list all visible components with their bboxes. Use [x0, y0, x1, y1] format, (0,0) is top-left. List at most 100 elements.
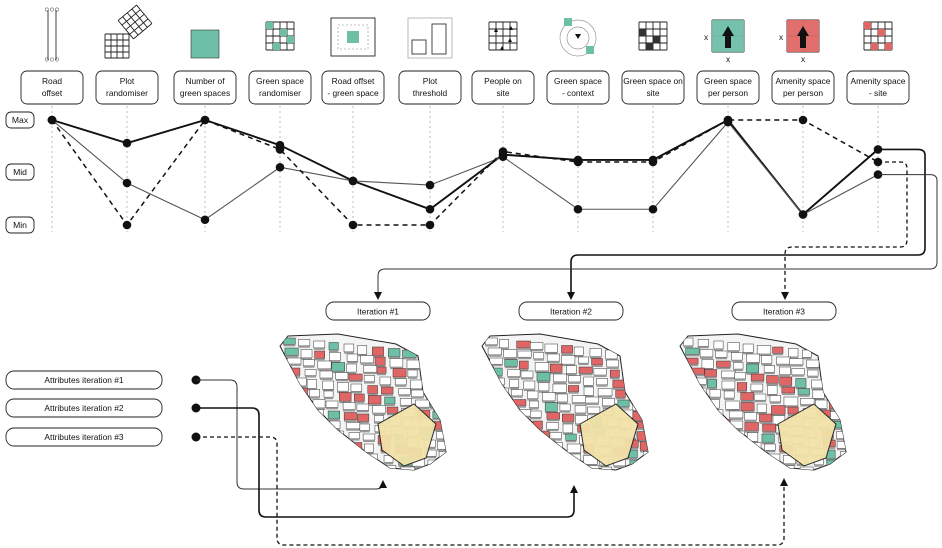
iteration-2-map [481, 333, 649, 471]
parameter-label: Plot randomiser [95, 70, 159, 105]
site-plot [377, 403, 437, 467]
plot-randomiser-icon [104, 4, 153, 59]
series-point [348, 176, 358, 186]
series-point [648, 157, 658, 167]
parameter-label-line1: Road [42, 76, 62, 86]
vertical-guides [51, 106, 879, 232]
svg-text:Iteration #1: Iteration #1 [357, 307, 399, 317]
parameter-label-line1: Road offset [332, 76, 375, 86]
series-point [573, 157, 583, 167]
series-line-2 [51, 119, 879, 221]
site-plot [777, 403, 837, 467]
connector-attributes-3 [196, 436, 788, 546]
series-point [798, 210, 808, 219]
green-space-context-icon [559, 18, 597, 57]
parameter-label-line2: site [646, 88, 659, 98]
series-point [275, 162, 285, 172]
svg-text:Attributes iteration #1: Attributes iteration #1 [44, 375, 123, 385]
svg-text:Attributes iteration #2: Attributes iteration #2 [44, 403, 123, 413]
parameter-label-line1: Amenity space [776, 76, 831, 86]
parameter-label-line1: Amenity space [851, 76, 906, 86]
parameter-label-line2: green spaces [180, 88, 230, 98]
level-label-min: Min [5, 216, 35, 234]
arrow-to-iteration-2 [567, 148, 926, 300]
series-point [200, 215, 210, 225]
arrow-to-iteration-1 [374, 174, 938, 300]
series-line-3 [51, 119, 879, 227]
parameter-label-line1: People on [484, 76, 522, 86]
parameter-label-line2: site [496, 88, 509, 98]
attribute-label-3: Attributes iteration #3 [5, 427, 201, 447]
parameter-label: Road offset - green space [321, 70, 385, 105]
parameter-label-line1: Plot [423, 76, 438, 86]
attribute-label-2: Attributes iteration #2 [5, 398, 201, 418]
series-point [425, 220, 435, 230]
series-point [122, 138, 132, 148]
iteration-3-map [679, 333, 847, 471]
svg-text:x: x [801, 54, 806, 64]
green-spaces-icon [190, 29, 220, 59]
parameter-label: Green space randomiser [248, 70, 312, 105]
parameter-label-line2: randomiser [259, 88, 301, 98]
connector-attributes-2 [196, 407, 578, 518]
green-space-on-site-icon [638, 21, 668, 51]
parameter-label-line2: - green space [327, 88, 379, 98]
series-lines [47, 115, 883, 230]
series-point [275, 145, 285, 154]
people-on-site-icon [488, 21, 518, 51]
plot-threshold-icon [407, 17, 453, 59]
svg-text:Mid: Mid [13, 167, 27, 177]
site-plot [579, 403, 639, 467]
parameter-label: Green space on site [621, 70, 685, 105]
parameter-label-line2: offset [42, 88, 63, 98]
parameter-label-line2: threshold [413, 88, 448, 98]
parameter-label: Amenity space - site [846, 70, 910, 105]
svg-text:Iteration #2: Iteration #2 [550, 307, 592, 317]
iteration-label-3: Iteration #3 [731, 301, 837, 321]
road-offset-green-icon [330, 17, 376, 57]
svg-text:Iteration #3: Iteration #3 [763, 307, 805, 317]
iteration-labels: Iteration #1 Iteration #2 Iteration #3 [325, 301, 837, 321]
series-point [498, 147, 508, 156]
level-label-max: Max [5, 111, 35, 129]
parameter-label: People on site [471, 70, 535, 105]
svg-text:Min: Min [13, 220, 27, 230]
attribute-labels: Attributes iteration #1 Attributes iterat… [5, 370, 788, 546]
series-point [348, 220, 358, 230]
parameter-label-line2: per person [783, 88, 823, 98]
parameter-label-line1: Green space [256, 76, 304, 86]
level-label-mid: Mid [5, 163, 35, 181]
series-point [122, 220, 132, 230]
amenity-per-person-icon: xx [779, 19, 820, 64]
series-point [200, 115, 210, 125]
svg-text:Attributes iteration #3: Attributes iteration #3 [44, 432, 123, 442]
svg-text:○○○: ○○○ [44, 54, 59, 64]
series-point [425, 180, 435, 190]
parameter-label-line1: Green space [704, 76, 752, 86]
parameter-label: Green space- context [546, 70, 610, 105]
parameter-label-line2: - site [869, 88, 887, 98]
parameter-label-line2: randomiser [106, 88, 148, 98]
series-point [648, 204, 658, 214]
series-point [47, 115, 57, 125]
parameter-label: Amenity space per person [771, 70, 835, 105]
iteration-label-1: Iteration #1 [325, 301, 431, 321]
parameter-label: Plot threshold [398, 70, 462, 105]
iteration-1-map [279, 333, 447, 471]
connector-attributes-1 [196, 379, 387, 490]
series-line-1 [51, 118, 879, 216]
svg-text:x: x [704, 32, 709, 42]
series-point [425, 204, 435, 214]
parameter-label-line1: Green space on [623, 76, 683, 86]
series-point [122, 178, 132, 188]
parameter-label-line1: Number of [185, 76, 225, 86]
series-point [723, 115, 733, 125]
green-space-randomiser-icon [265, 21, 295, 51]
svg-text:x: x [726, 54, 731, 64]
parameter-label-line1: Green space [554, 76, 602, 86]
road-offset-icon: ○○○○○○ [44, 4, 59, 64]
parameter-label-line1: Plot [120, 76, 135, 86]
